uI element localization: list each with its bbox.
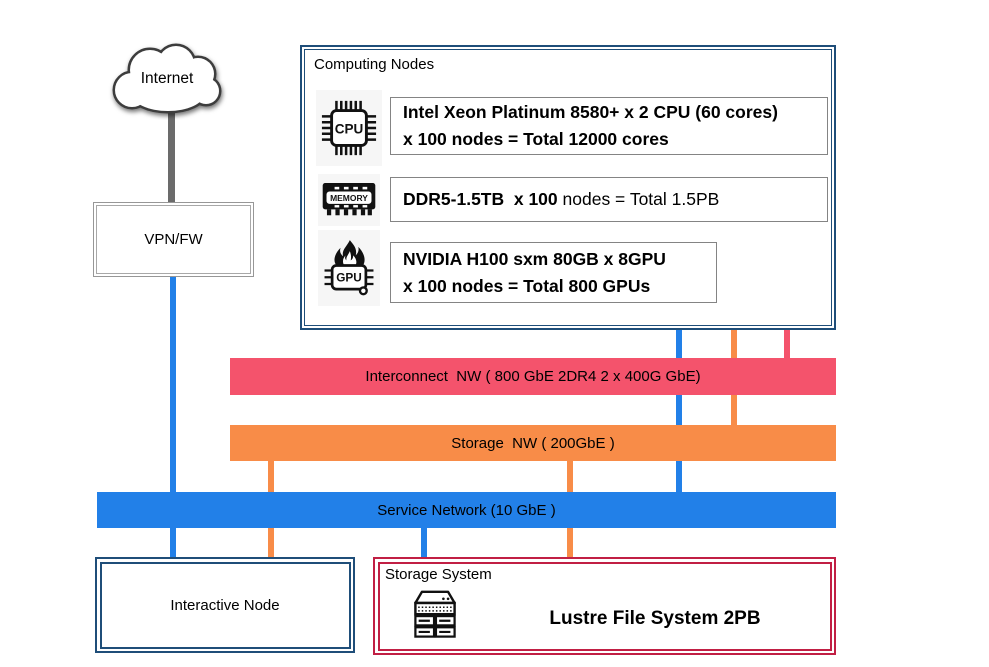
lustre-file-system-label: Lustre File System 2PB [549,608,761,629]
storage-nw-label: Storage NW ( 200GbE ) [451,434,615,452]
connector-computing-to-interconnect-nw [784,330,790,359]
connector-service-nw-to-storage-system [421,528,427,558]
vpn-fw-label: VPN/FW [144,231,203,248]
interconnect-nw-label: Interconnect NW ( 800 GbE 2DR4 2 x 400G … [365,368,701,385]
gpu-icon-label: GPU [336,271,362,285]
memory-spec-bold: DDR5-1.5TB x 100 [403,189,563,209]
memory-spec-regular: nodes = Total 1.5PB [562,189,720,209]
cpu-icon-tile: CPU [316,90,382,166]
gpu-icon-tile: GPU [318,230,380,306]
gpu-icon: GPU [324,240,374,296]
computing-nodes-box: Computing Nodes CPU Intel Xeon Platinum … [300,45,836,330]
cpu-icon: CPU [321,100,377,156]
cpu-spec-box: Intel Xeon Platinum 8580+ x 2 CPU (60 co… [390,97,828,155]
rack-server-icon [414,590,456,638]
gpu-spec-line1: NVIDIA H100 sxm 80GB x 8GPU [403,248,666,269]
connector-vpn-to-interactive-node [170,277,176,558]
cpu-spec-line1: Intel Xeon Platinum 8580+ x 2 CPU (60 co… [403,102,778,122]
connector-computing-to-service-nw [676,330,682,493]
storage-system-title: Storage System [385,566,492,583]
memory-spec-line: DDR5-1.5TB x 100 nodes = Total 1.5PB [403,186,827,213]
service-network-bar: Service Network (10 GbE ) [97,492,836,528]
gpu-spec-line2: x 100 nodes = Total 800 GPUs [403,275,651,296]
memory-icon-label: MEMORY [330,193,368,203]
cpu-icon-label: CPU [335,121,364,136]
memory-spec-box: DDR5-1.5TB x 100 nodes = Total 1.5PB [390,177,828,222]
interconnect-nw-bar: Interconnect NW ( 800 GbE 2DR4 2 x 400G … [230,358,836,395]
vpn-fw-box: VPN/FW [93,202,254,277]
memory-icon-tile: MEMORY [318,174,380,226]
memory-icon: MEMORY [322,183,376,216]
interactive-node-label: Interactive Node [170,596,280,614]
cpu-spec-line2: x 100 nodes = Total 12000 cores [403,129,669,149]
service-network-label: Service Network (10 GbE ) [377,501,556,519]
storage-system-box: Storage System Lustre File System 2PB [373,557,836,655]
gpu-spec-box: NVIDIA H100 sxm 80GB x 8GPU x 100 nodes … [390,242,717,303]
internet-cloud-icon [112,43,222,114]
connector-internet-to-vpn [168,112,175,207]
computing-nodes-title: Computing Nodes [314,56,435,73]
interactive-node-box: Interactive Node [95,557,355,653]
internet-label: Internet [140,70,194,87]
storage-nw-bar: Storage NW ( 200GbE ) [230,425,836,461]
